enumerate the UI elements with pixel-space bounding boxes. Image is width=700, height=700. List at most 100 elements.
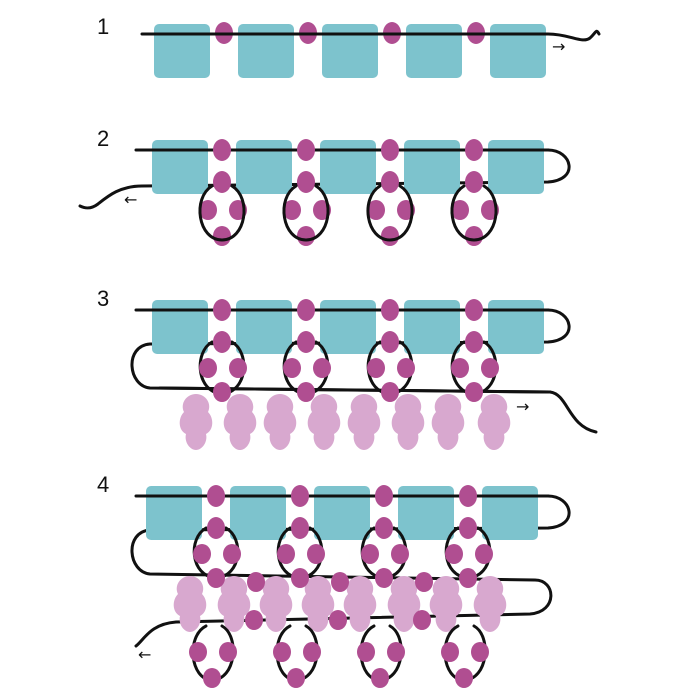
- direction-arrow: →: [552, 37, 565, 56]
- square-bead: [320, 300, 376, 354]
- round-bead: [391, 544, 409, 564]
- round-bead: [387, 642, 405, 662]
- drop-bead: [259, 576, 293, 632]
- round-bead: [459, 517, 477, 539]
- direction-arrow: ←: [138, 645, 151, 664]
- round-bead: [213, 382, 231, 402]
- round-bead: [199, 358, 217, 378]
- round-bead: [223, 544, 241, 564]
- thread: [130, 494, 571, 648]
- round-bead: [481, 358, 499, 378]
- round-bead: [297, 226, 315, 246]
- round-bead: [297, 299, 315, 321]
- square-bead: [406, 24, 462, 78]
- square-bead: [320, 140, 376, 194]
- round-bead: [451, 200, 469, 220]
- round-bead: [381, 331, 399, 353]
- round-bead: [465, 331, 483, 353]
- thread: [78, 148, 571, 210]
- drop-bead: [263, 394, 297, 450]
- round-bead: [245, 610, 263, 630]
- drop-bead: [223, 394, 257, 450]
- square-bead: [230, 486, 286, 540]
- square-bead: [488, 140, 544, 194]
- drop-bead: [347, 394, 381, 450]
- round-bead: [193, 544, 211, 564]
- square-beads-row: [146, 486, 538, 540]
- round-bead: [471, 642, 489, 662]
- round-bead: [291, 568, 309, 588]
- round-bead: [445, 544, 463, 564]
- step-3: 3: [97, 286, 598, 450]
- square-bead: [488, 300, 544, 354]
- round-bead: [283, 200, 301, 220]
- thread-loops: [198, 184, 498, 242]
- thread-loop: [282, 184, 330, 242]
- round-bead: [277, 544, 295, 564]
- round-bead: [371, 668, 389, 688]
- square-bead: [152, 140, 208, 194]
- round-bead: [189, 642, 207, 662]
- drop-bead: [307, 394, 341, 450]
- round-bead: [303, 642, 321, 662]
- step-number-2: 2: [97, 126, 109, 151]
- round-bead: [465, 299, 483, 321]
- drop-bead: [343, 576, 377, 632]
- step-number-3: 3: [97, 286, 109, 311]
- round-bead: [297, 139, 315, 161]
- drop-bead: [431, 394, 465, 450]
- round-bead: [459, 568, 477, 588]
- round-bead: [247, 572, 265, 592]
- round-bead: [213, 139, 231, 161]
- round-bead: [361, 544, 379, 564]
- square-bead: [398, 486, 454, 540]
- thread-loop: [450, 184, 498, 242]
- round-bead: [413, 610, 431, 630]
- drop-bead: [391, 394, 425, 450]
- direction-arrow: →: [516, 397, 529, 416]
- square-bead: [154, 24, 210, 78]
- drop-bead: [429, 576, 463, 632]
- square-beads-row: [152, 300, 544, 354]
- round-bead: [459, 485, 477, 507]
- square-bead: [322, 24, 378, 78]
- square-bead: [236, 140, 292, 194]
- round-bead: [329, 610, 347, 630]
- round-bead: [381, 139, 399, 161]
- square-beads-row: [152, 140, 544, 194]
- round-bead: [331, 572, 349, 592]
- thread-loop: [198, 184, 246, 242]
- round-bead: [465, 382, 483, 402]
- round-bead: [219, 642, 237, 662]
- square-bead: [238, 24, 294, 78]
- round-bead: [381, 171, 399, 193]
- round-bead: [207, 568, 225, 588]
- round-bead: [291, 485, 309, 507]
- round-bead: [307, 544, 325, 564]
- round-bead: [381, 382, 399, 402]
- drop-bead: [179, 394, 213, 450]
- round-bead: [441, 642, 459, 662]
- round-bead: [229, 358, 247, 378]
- drop-bead: [301, 576, 335, 632]
- thread: [130, 308, 598, 434]
- round-bead: [287, 668, 305, 688]
- round-bead: [465, 171, 483, 193]
- round-bead: [283, 358, 301, 378]
- square-bead: [236, 300, 292, 354]
- square-bead: [482, 486, 538, 540]
- round-bead: [297, 382, 315, 402]
- drop-bead: [473, 576, 507, 632]
- bead-clusters: [189, 485, 493, 688]
- round-bead: [367, 358, 385, 378]
- round-bead: [375, 568, 393, 588]
- square-bead: [490, 24, 546, 78]
- thread-loop: [366, 184, 414, 242]
- square-bead: [404, 300, 460, 354]
- square-beads-row: [154, 24, 546, 78]
- round-bead: [213, 331, 231, 353]
- round-bead: [297, 331, 315, 353]
- round-bead: [213, 171, 231, 193]
- step-number-4: 4: [97, 472, 109, 497]
